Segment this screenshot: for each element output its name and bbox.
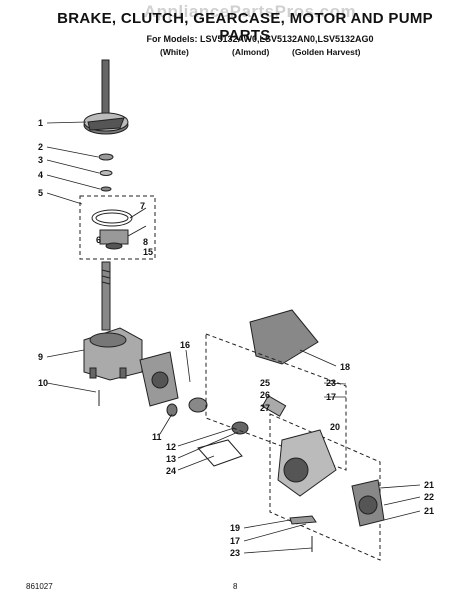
callout-1: 1 [38, 118, 44, 128]
watermark: AppliancePartsPros.com [143, 2, 357, 21]
color-almond: (Almond) [232, 47, 270, 57]
washer-parts [98, 153, 114, 192]
diagram-code: 861027 [26, 582, 53, 591]
callout-12: 12 [166, 442, 177, 452]
callout-4: 4 [38, 170, 44, 180]
callout-24: 24 [166, 466, 177, 476]
callout-21-top: 21 [424, 480, 435, 490]
color-white: (White) [160, 47, 189, 57]
pump-assembly-box [269, 413, 381, 561]
callout-25: 25 [260, 378, 271, 388]
coupling-parts [166, 397, 249, 435]
callout-21-bottom: 21 [424, 506, 435, 516]
gearcase-part [83, 327, 143, 381]
callout-2: 2 [38, 142, 44, 152]
callout-7: 7 [140, 201, 146, 211]
page-number: 8 [233, 582, 238, 591]
lower-shaft [101, 261, 111, 331]
clutch-hub-part [83, 112, 129, 135]
callout-11: 11 [152, 432, 162, 442]
callout-6: 6 [96, 235, 102, 245]
callout-20: 20 [330, 422, 341, 432]
upper-shaft [101, 59, 110, 116]
callout-13: 13 [166, 454, 177, 464]
diagram-title: BRAKE, CLUTCH, GEARCASE, MOTOR AND PUMP … [57, 10, 433, 44]
shield-part [249, 309, 319, 365]
color-golden-harvest: (Golden Harvest) [292, 47, 361, 57]
callout-19: 19 [230, 523, 241, 533]
cover-plate-part [139, 351, 179, 407]
pump-part [351, 479, 385, 527]
callout-17-bottom: 17 [230, 536, 241, 546]
callout-26: 26 [260, 390, 271, 400]
model-numbers: For Models: LSV5132AW0,LSV5132AN0,LSV513… [146, 34, 374, 44]
callout-16: 16 [180, 340, 191, 350]
callout-23-top: 23 [326, 378, 337, 388]
callout-23-bottom: 23 [230, 548, 241, 558]
callout-9: 9 [38, 352, 44, 362]
bracket-part [289, 515, 317, 525]
motor-part [277, 429, 337, 497]
motor-assembly-box [205, 333, 347, 471]
leader-lines [46, 121, 421, 554]
callout-8: 8 [143, 237, 149, 247]
callout-17-top: 17 [326, 392, 337, 402]
callout-10: 10 [38, 378, 49, 388]
callout-27: 27 [260, 403, 271, 413]
callout-3: 3 [38, 155, 44, 165]
brake-band-part [91, 207, 147, 250]
brake-assembly-box [79, 195, 156, 260]
callout-5: 5 [38, 188, 44, 198]
gasket-part [197, 439, 243, 467]
callout-18: 18 [340, 362, 351, 372]
capacitor-part [261, 395, 287, 417]
callout-15: 15 [143, 247, 154, 257]
callout-22: 22 [424, 492, 435, 502]
